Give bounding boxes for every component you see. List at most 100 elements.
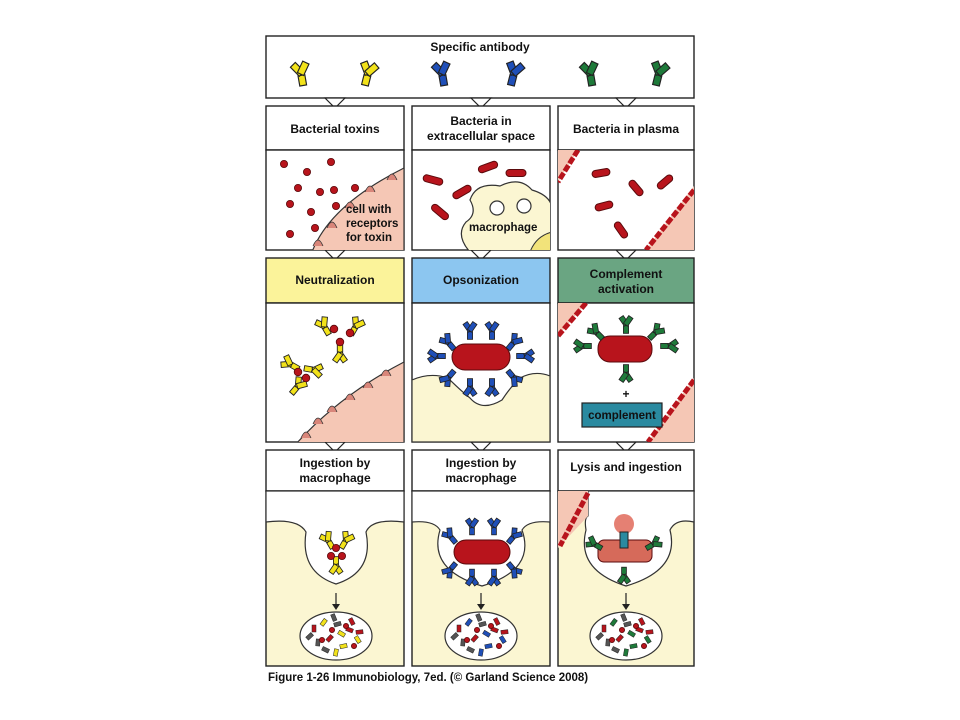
receptor-icon	[312, 239, 324, 247]
antibody-arm	[331, 351, 344, 364]
antibody-stem	[491, 527, 497, 536]
fragment-icon	[478, 648, 484, 657]
toxin-icon	[329, 324, 339, 334]
fragment-icon	[319, 618, 328, 627]
fragment-icon	[498, 635, 507, 644]
antibody-arm	[437, 60, 451, 77]
toxin-icon	[326, 552, 335, 561]
receptor-icon	[300, 431, 312, 439]
antibody-arm	[616, 573, 627, 585]
antibody-arm	[655, 62, 671, 78]
antibody-arm	[283, 354, 294, 367]
bacterium-icon	[628, 179, 644, 197]
antibody-icon	[289, 60, 310, 87]
fragment-icon	[333, 648, 339, 657]
plus-sign: +	[622, 387, 629, 401]
antibody-arm	[667, 342, 680, 354]
toxin-icon	[279, 159, 288, 168]
antibody-icon	[660, 338, 680, 354]
antibody-stem	[321, 325, 332, 337]
receptor-icon	[312, 417, 324, 425]
antibody-arm	[618, 371, 630, 384]
antibody-arm	[444, 332, 452, 344]
antibody-arm	[462, 385, 474, 398]
ingestion1-line2: macrophage	[299, 471, 371, 485]
bacterium-icon	[422, 174, 444, 186]
receptor-icon	[326, 405, 338, 413]
toxin-icon	[331, 544, 340, 553]
antibody-icon	[441, 561, 459, 579]
antibody-stem	[469, 527, 475, 536]
antibody-arm	[572, 338, 585, 350]
toxin-icon	[293, 183, 302, 192]
bacterium-icon	[453, 539, 511, 565]
receptor-icon	[326, 221, 338, 229]
antibody-icon	[486, 517, 502, 536]
fragment-icon	[623, 620, 632, 628]
antibody-stem	[621, 566, 627, 575]
pore-icon	[619, 531, 629, 549]
down-arrow-icon	[614, 97, 638, 109]
cell-label-line1: cell with	[346, 204, 391, 216]
bacterium-icon	[431, 203, 449, 221]
antibody-stem	[489, 378, 495, 387]
bacterium-icon	[594, 200, 614, 212]
antibody-icon	[464, 568, 480, 587]
fragment-icon	[456, 624, 462, 633]
antibody-stem	[644, 542, 655, 552]
antibody-icon	[438, 332, 457, 352]
antibody-stem	[333, 556, 339, 565]
antibody-stem	[586, 73, 597, 87]
fragment-icon	[450, 632, 459, 641]
bacterium-icon	[477, 160, 499, 174]
fragment-icon	[638, 617, 646, 626]
fragment-icon	[484, 643, 493, 650]
antibody-icon	[616, 566, 632, 585]
toxin-icon	[337, 552, 346, 561]
antibody-icon	[618, 364, 634, 384]
fragment-icon	[330, 613, 338, 622]
antibody-arm	[654, 327, 666, 336]
receptor-icon	[364, 185, 376, 193]
toxin-icon	[302, 167, 311, 176]
cell-label-line2: receptors	[346, 218, 398, 230]
antibody-icon	[644, 535, 663, 552]
fragment-icon	[482, 629, 491, 638]
fragment-icon	[595, 632, 604, 641]
toxin-icon	[318, 637, 325, 644]
toxin-icon	[315, 187, 324, 196]
toxin-icon	[350, 643, 357, 650]
antibody-arm	[622, 314, 634, 327]
toxin-icon	[331, 201, 340, 210]
scene-ingest-bacteria	[411, 490, 551, 667]
header-panel: Specific antibody	[265, 35, 695, 99]
antibody-arm	[310, 366, 323, 379]
antibody-stem	[303, 365, 314, 373]
complement-box	[581, 402, 663, 428]
bacterium-icon	[505, 169, 527, 177]
antibody-arm	[353, 319, 366, 330]
mechanism-headers: Neutralization Opsonization Complement a…	[265, 257, 695, 304]
antibody-icon	[303, 363, 324, 379]
col1-title: Bacterial toxins	[290, 122, 380, 136]
fragment-icon	[623, 648, 629, 657]
antibody-arm	[464, 575, 475, 587]
antibody-stem	[469, 568, 475, 577]
antibody-stem	[505, 341, 516, 352]
toxin-icon	[609, 637, 616, 644]
toxin-icon	[463, 637, 470, 644]
toxin-icon	[326, 157, 335, 166]
fragment-icon	[470, 634, 479, 643]
down-arrow-icon	[469, 97, 493, 109]
antibody-arm	[343, 533, 356, 544]
macrophage-cell	[460, 181, 550, 250]
column-titles: Bacterial toxins Bacteria in extracellul…	[265, 105, 695, 151]
col2-title-line2: extracellular space	[427, 129, 535, 143]
antibody-stem	[288, 385, 300, 396]
toxin-icon	[285, 229, 294, 238]
receptor-icon	[386, 173, 398, 181]
antibody-icon	[572, 338, 592, 354]
antibody-icon	[438, 368, 457, 388]
col3-title: Bacteria in plasma	[573, 122, 679, 136]
cell-label-line3: for toxin	[346, 232, 392, 244]
